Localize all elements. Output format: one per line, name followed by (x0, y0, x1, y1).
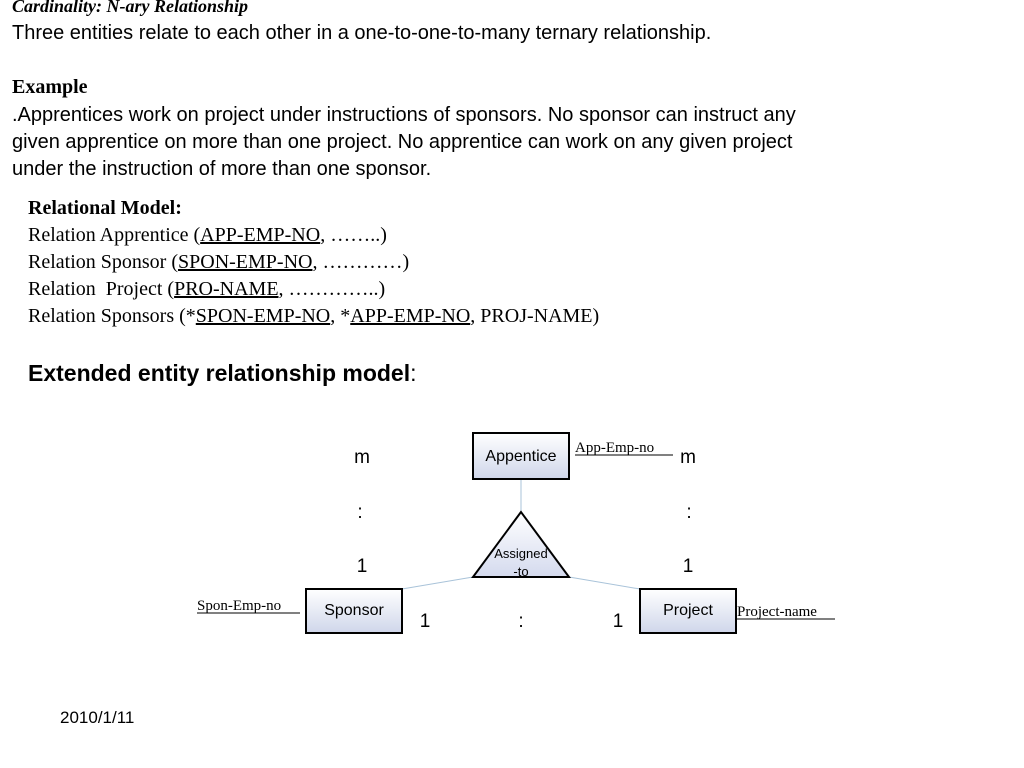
cardinality-right-colon: : (686, 502, 691, 523)
relation-project-prefix: Relation Project ( (28, 278, 175, 300)
cardinality-bottom-right: 1 (613, 611, 624, 632)
relation-sponsors-suffix: , PROJ-NAME) (470, 305, 600, 327)
relationship-label-line1: Assigned (494, 546, 547, 561)
cardinality-right-bottom: 1 (683, 556, 694, 577)
cardinality-left-top: m (354, 447, 370, 468)
relation-sponsor-key: SPON-EMP-NO (178, 251, 313, 273)
relation-sponsors-key1: SPON-EMP-NO (195, 305, 331, 327)
relation-project-key: PRO-NAME (174, 278, 279, 300)
example-line-1: .Apprentices work on project under instr… (12, 104, 796, 126)
attribute-sponsor-key: Spon-Emp-no (197, 598, 281, 614)
entity-project-label: Project (663, 602, 713, 619)
relation-sponsors-sep: , * (330, 305, 351, 327)
entity-apprentice-label: Appentice (485, 448, 556, 465)
entity-project (639, 588, 737, 634)
connector-sponsor (401, 576, 474, 590)
relation-sponsor: Relation Sponsor (SPON-EMP-NO, …………) (28, 251, 409, 274)
relationship-triangle (471, 510, 571, 578)
extended-model-label: Extended entity relationship model: (28, 360, 417, 387)
relation-sponsor-prefix: Relation Sponsor ( (28, 251, 178, 273)
relation-apprentice: Relation Apprentice (APP-EMP-NO, ……..) (28, 224, 387, 247)
entity-sponsor (305, 588, 403, 634)
example-heading: Example (12, 76, 88, 98)
page-title: Cardinality: N-ary Relationship (12, 0, 249, 16)
relation-sponsors-key2: APP-EMP-NO (350, 305, 471, 327)
footer-date: 2010/1/11 (60, 708, 135, 727)
cardinality-bottom-colon: : (518, 611, 523, 632)
extended-model-colon: : (410, 360, 417, 386)
extended-model-label-text: Extended entity relationship model (28, 360, 411, 386)
cardinality-left-bottom: 1 (357, 556, 368, 577)
connector-project (568, 576, 641, 590)
relation-apprentice-key: APP-EMP-NO (200, 224, 321, 246)
relation-project-suffix: , …………..) (278, 278, 386, 300)
example-line-2: given apprentice on more than one projec… (12, 131, 793, 153)
relational-model-heading: Relational Model: (28, 197, 182, 219)
relation-sponsors-prefix: Relation Sponsors (* (28, 305, 196, 327)
attribute-project-key: Project-name (737, 604, 817, 620)
example-line-3: under the instruction of more than one s… (12, 158, 432, 180)
page-subtitle: Three entities relate to each other in a… (12, 22, 712, 44)
entity-apprentice (472, 432, 570, 480)
cardinality-bottom-left: 1 (420, 611, 431, 632)
attribute-apprentice-key: App-Emp-no (575, 440, 654, 456)
relation-sponsors: Relation Sponsors (*SPON-EMP-NO, *APP-EM… (28, 305, 599, 328)
relationship-label-line2: -to (513, 564, 528, 579)
relation-apprentice-prefix: Relation Apprentice ( (28, 224, 201, 246)
relation-sponsor-suffix: , …………) (312, 251, 410, 273)
cardinality-right-top: m (680, 447, 696, 468)
relation-apprentice-suffix: , ……..) (320, 224, 387, 246)
cardinality-left-colon: : (357, 502, 362, 523)
relation-project: Relation Project (PRO-NAME, …………..) (28, 278, 385, 301)
entity-sponsor-label: Sponsor (324, 602, 384, 619)
